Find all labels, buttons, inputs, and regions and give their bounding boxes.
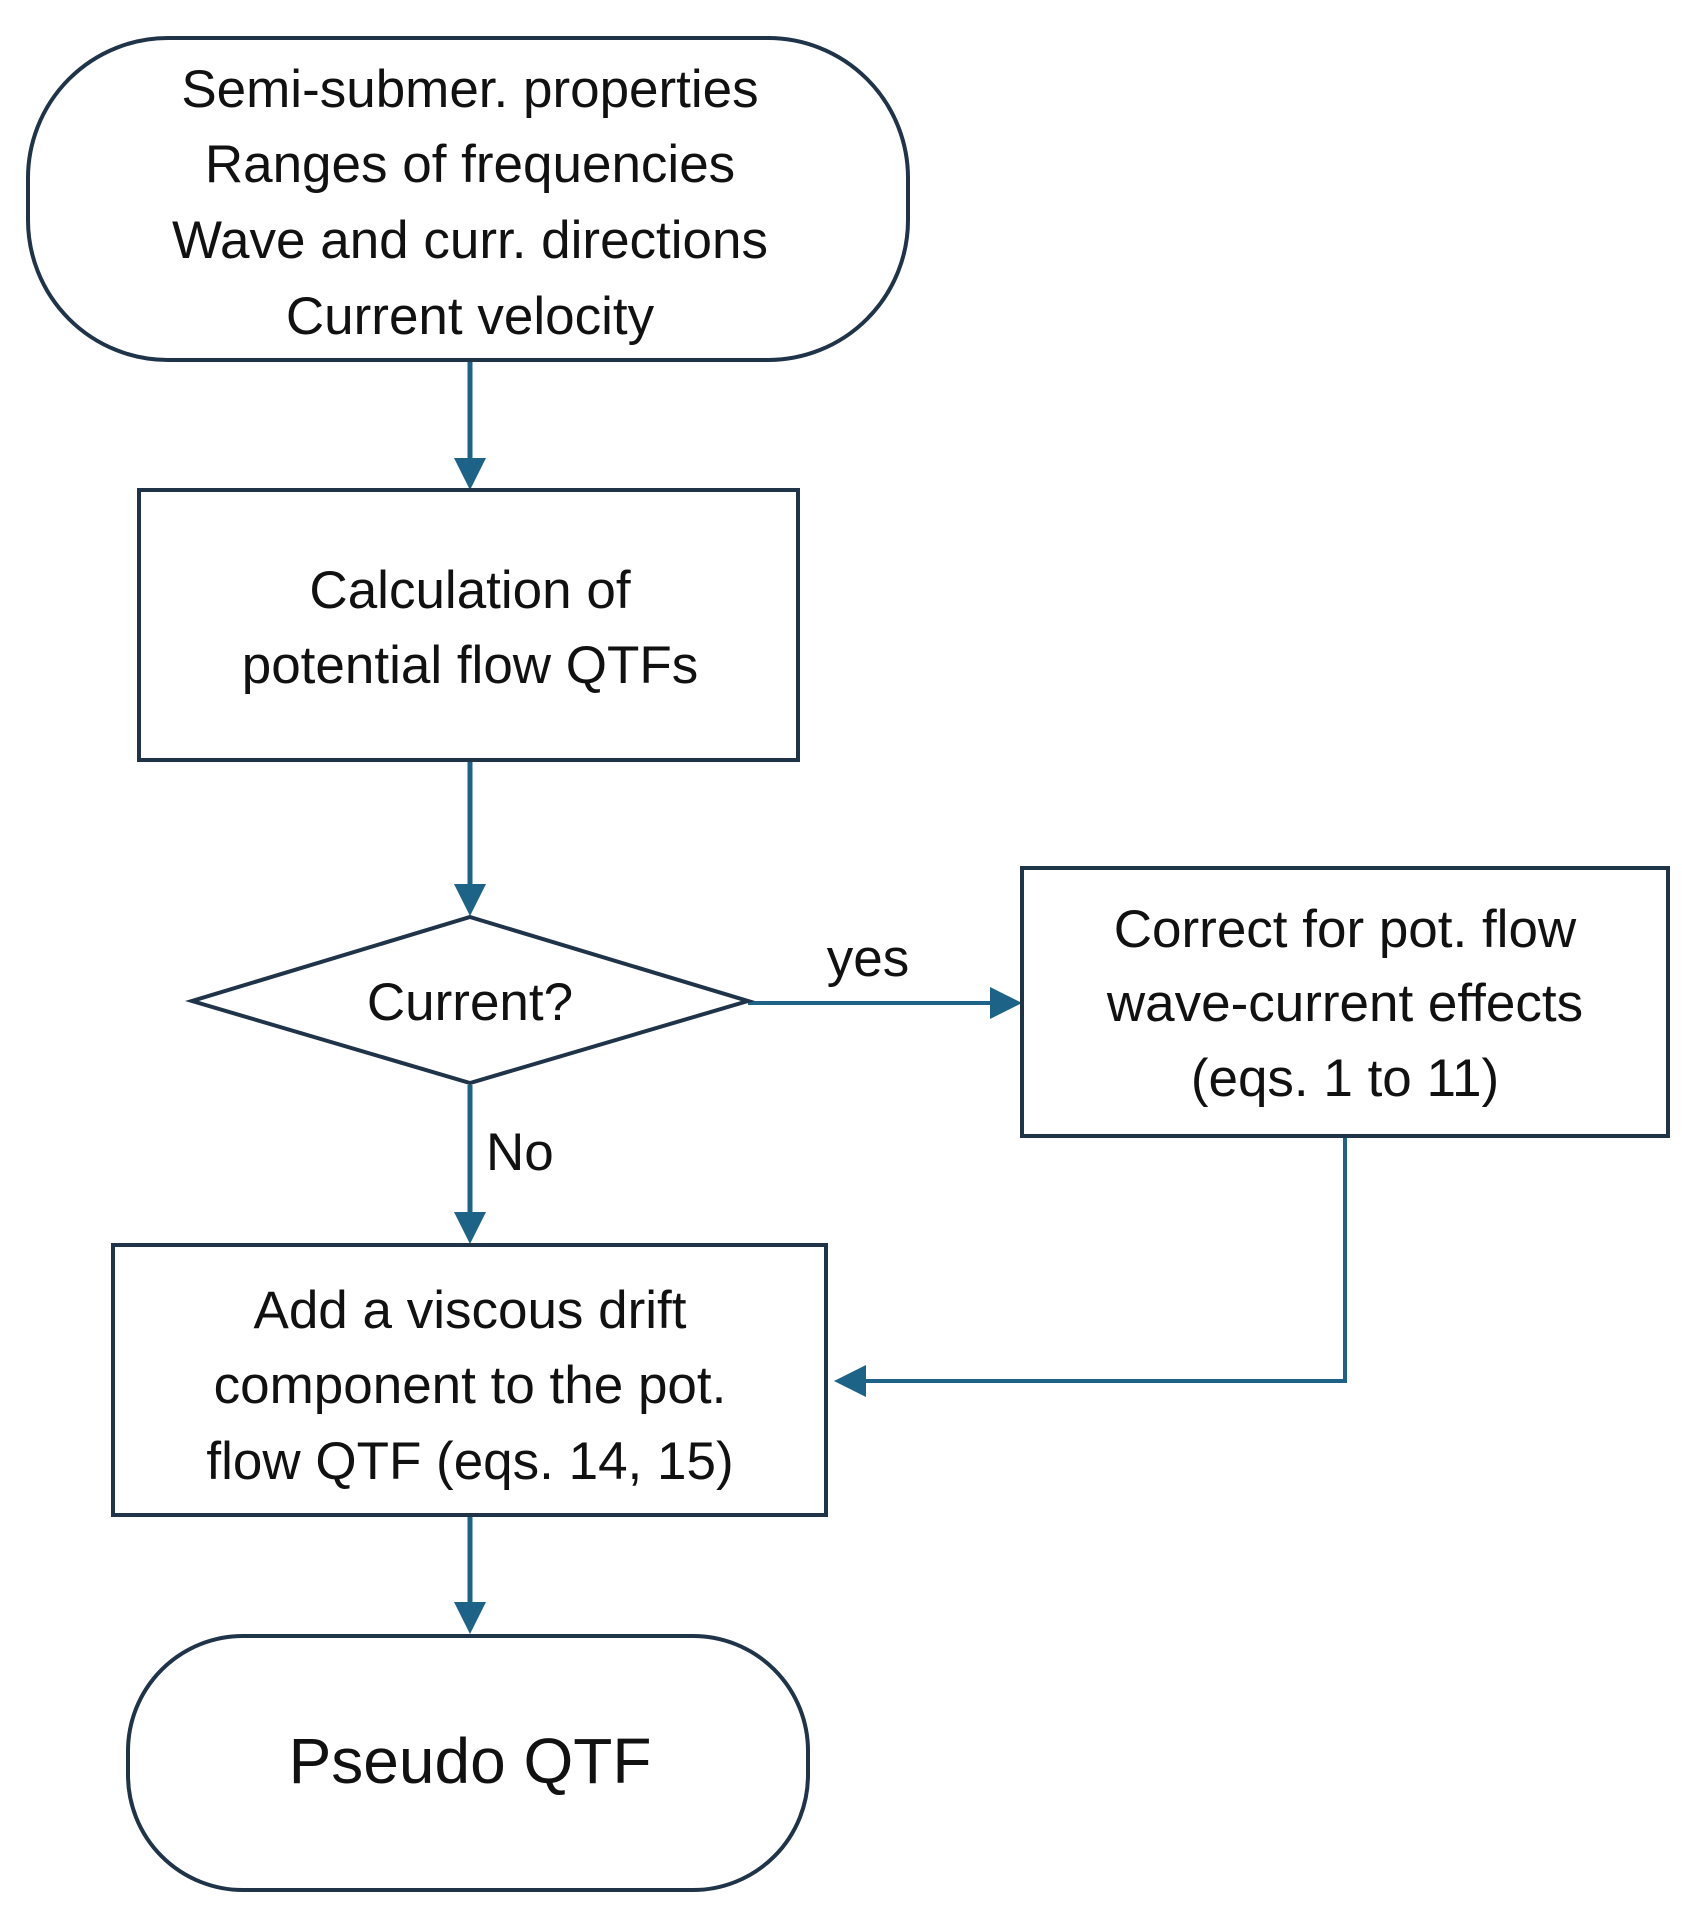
node-decision-diamond	[185, 914, 755, 1086]
edge-correct-to-viscous-arrowhead	[834, 1365, 866, 1397]
node-calc-process-box	[137, 488, 800, 762]
edge-inputs-to-calc-arrowhead	[454, 458, 486, 490]
node-viscous-process-box	[111, 1243, 828, 1517]
node-output-label: Pseudo QTF	[289, 1725, 652, 1797]
connectors	[454, 362, 1347, 1634]
node-viscous-line-1: Add a viscous drift	[253, 1281, 686, 1340]
node-inputs-line-1: Semi-submer. properties	[181, 60, 758, 119]
node-inputs-terminator-shape	[26, 36, 910, 362]
node-inputs-line-2: Ranges of frequencies	[205, 135, 735, 194]
node-inputs-line-3: Wave and curr. directions	[172, 211, 768, 270]
node-inputs: Semi-submer. properties Ranges of freque…	[26, 36, 910, 362]
edge-decision-to-correct-arrowhead	[990, 987, 1022, 1019]
node-correct-line-1: Correct for pot. flow	[1114, 900, 1577, 959]
node-calc: Calculation of potential flow QTFs	[137, 488, 800, 762]
node-correct-line-3: (eqs. 1 to 11)	[1191, 1049, 1499, 1108]
node-inputs-line-4: Current velocity	[286, 287, 655, 346]
node-calc-line-1: Calculation of	[309, 561, 630, 620]
edge-decision-to-viscous-arrowhead	[454, 1212, 486, 1244]
node-correct-process-box	[1020, 866, 1670, 1138]
edge-viscous-to-output-arrowhead	[454, 1602, 486, 1634]
edge-label-no: No	[486, 1123, 554, 1182]
node-viscous: Add a viscous drift component to the pot…	[111, 1243, 828, 1517]
node-decision-label: Current?	[367, 973, 573, 1032]
edge-calc-to-decision-arrowhead	[454, 884, 486, 916]
edge-label-yes: yes	[827, 929, 909, 988]
node-viscous-line-3: flow QTF (eqs. 14, 15)	[206, 1432, 733, 1491]
node-viscous-line-2: component to the pot.	[214, 1356, 727, 1415]
node-decision: Current?	[185, 914, 755, 1086]
node-correct: Correct for pot. flow wave-current effec…	[1020, 866, 1670, 1138]
node-output: Pseudo QTF	[126, 1634, 810, 1892]
node-calc-line-2: potential flow QTFs	[242, 636, 699, 695]
edge-correct-to-viscous	[862, 1137, 1347, 1383]
node-output-terminator-shape	[126, 1634, 810, 1892]
node-correct-line-2: wave-current effects	[1106, 974, 1583, 1033]
